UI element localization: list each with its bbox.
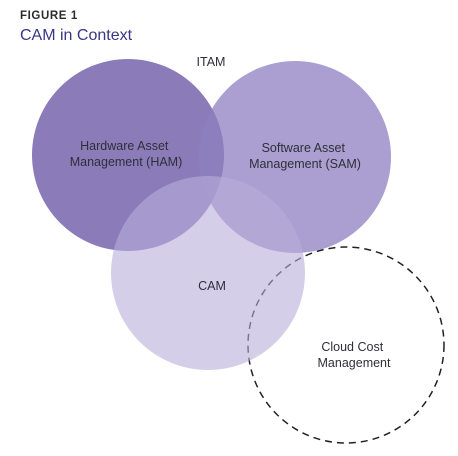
sam-label: Software Asset Management (SAM): [249, 141, 361, 171]
itam-label: ITAM: [197, 55, 226, 69]
figure-title: CAM in Context: [20, 27, 133, 44]
cam-circle: [111, 176, 305, 370]
ham-label: Hardware Asset Management (HAM): [70, 139, 183, 169]
cloud-cost-management-label: Cloud Cost Management: [318, 340, 391, 370]
figure-label: FIGURE 1: [20, 10, 78, 22]
cloud-cost-management-circle: [247, 246, 445, 444]
cam-label: CAM: [198, 279, 226, 293]
